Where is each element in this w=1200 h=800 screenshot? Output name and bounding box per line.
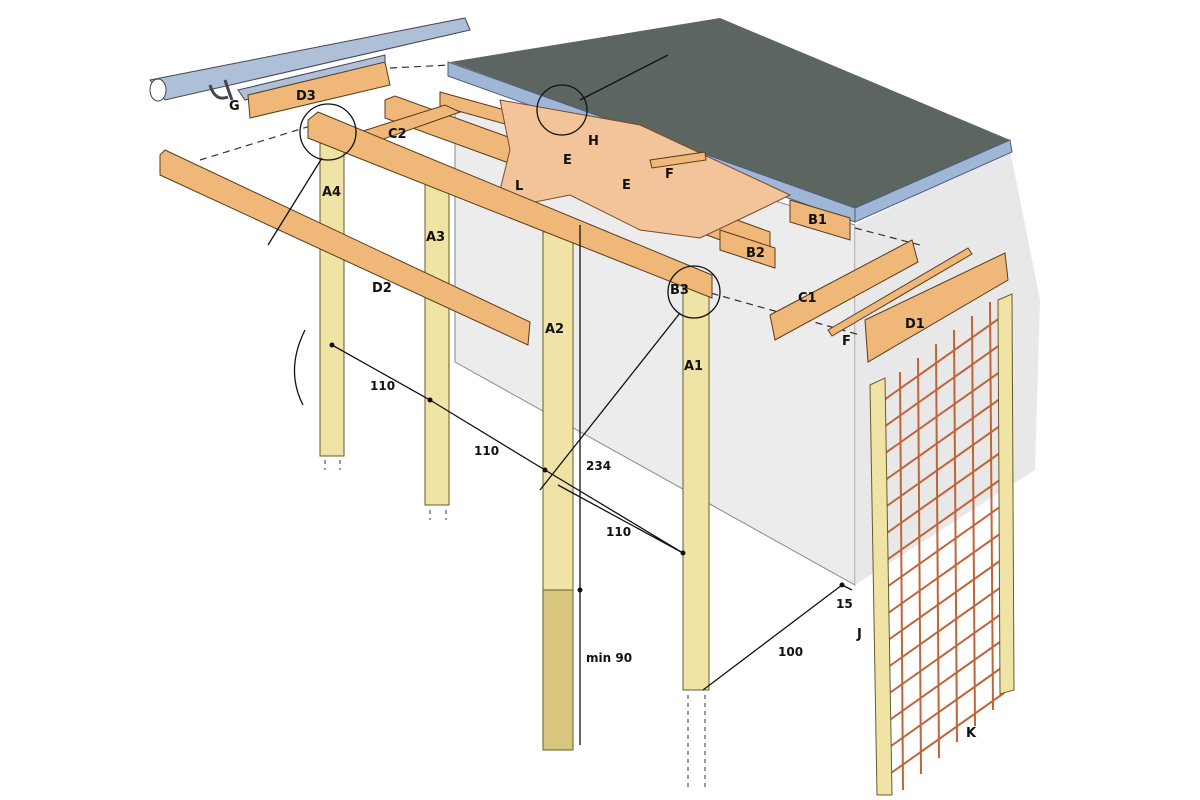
dimension-gap: 15 xyxy=(836,597,853,611)
mesh-bar xyxy=(883,314,1005,401)
board-d3 xyxy=(247,61,391,119)
mesh-bar xyxy=(883,449,1005,536)
dimension-offset: 100 xyxy=(778,645,803,659)
board-d1 xyxy=(864,252,1009,363)
beam-b3 xyxy=(307,111,713,299)
detail-circle xyxy=(536,84,588,136)
mesh-bar xyxy=(883,530,1005,617)
mesh-bar xyxy=(883,692,1005,779)
beam-b2 xyxy=(719,229,776,269)
label-a2: A2 xyxy=(545,322,564,337)
label-a4: A4 xyxy=(322,185,341,200)
label-b2: B2 xyxy=(746,246,765,261)
mesh-bar xyxy=(971,315,976,727)
label-b3: B3 xyxy=(670,283,689,298)
beam-b1 xyxy=(789,199,851,241)
label-h: H xyxy=(588,134,599,149)
mesh-bar xyxy=(883,557,1005,644)
mesh-bar xyxy=(883,503,1005,590)
label-l: L xyxy=(515,179,523,194)
label-g: G xyxy=(229,99,240,114)
label-c2: C2 xyxy=(388,127,407,142)
mesh-bar xyxy=(917,357,922,775)
label-b1: B1 xyxy=(808,213,827,228)
dimension-depth: min 90 xyxy=(586,651,632,665)
dimension-lines xyxy=(329,225,853,745)
mesh-bar xyxy=(883,611,1005,698)
mesh-bar xyxy=(883,665,1005,752)
guide-lines xyxy=(199,64,921,336)
mesh-bar xyxy=(883,476,1005,563)
mesh-bar xyxy=(883,341,1005,428)
plywood-panel-e xyxy=(499,99,792,239)
dimension-spacing: 110 xyxy=(370,379,395,393)
dimension-height: 234 xyxy=(586,459,611,473)
label-d2: D2 xyxy=(372,281,392,296)
label-e: E xyxy=(563,153,572,168)
roof-top xyxy=(450,18,1010,210)
label-j: J xyxy=(856,627,862,642)
detail-circle xyxy=(299,103,357,161)
label-f: F xyxy=(665,167,674,182)
post-a4 xyxy=(319,139,345,457)
dimension-spacing: 110 xyxy=(474,444,499,458)
mesh-bar xyxy=(883,422,1005,509)
label-c1: C1 xyxy=(798,291,817,306)
posts xyxy=(319,139,710,790)
part-labels: D3 G C2 H E E F L B1 B2 A4 A3 A2 A1 B3 D… xyxy=(229,89,977,741)
mesh-bar xyxy=(883,638,1005,725)
label-d3: D3 xyxy=(296,89,316,104)
label-a3: A3 xyxy=(426,230,445,245)
board-c1 xyxy=(769,239,919,341)
detail-circle xyxy=(667,265,721,319)
trellis xyxy=(869,293,1015,796)
label-d1: D1 xyxy=(905,317,925,332)
mesh-bar xyxy=(883,395,1005,482)
label-e: E xyxy=(622,178,631,193)
strip-f xyxy=(827,247,973,337)
trellis-rail-j xyxy=(869,377,893,796)
board-d2 xyxy=(159,149,531,346)
label-f: F xyxy=(842,334,851,349)
label-a1: A1 xyxy=(684,359,703,374)
mesh-bar xyxy=(883,584,1005,671)
mesh-bar xyxy=(883,368,1005,455)
mesh-bar xyxy=(989,301,994,711)
label-k: K xyxy=(966,726,977,741)
dimension-spacing: 110 xyxy=(606,525,631,539)
